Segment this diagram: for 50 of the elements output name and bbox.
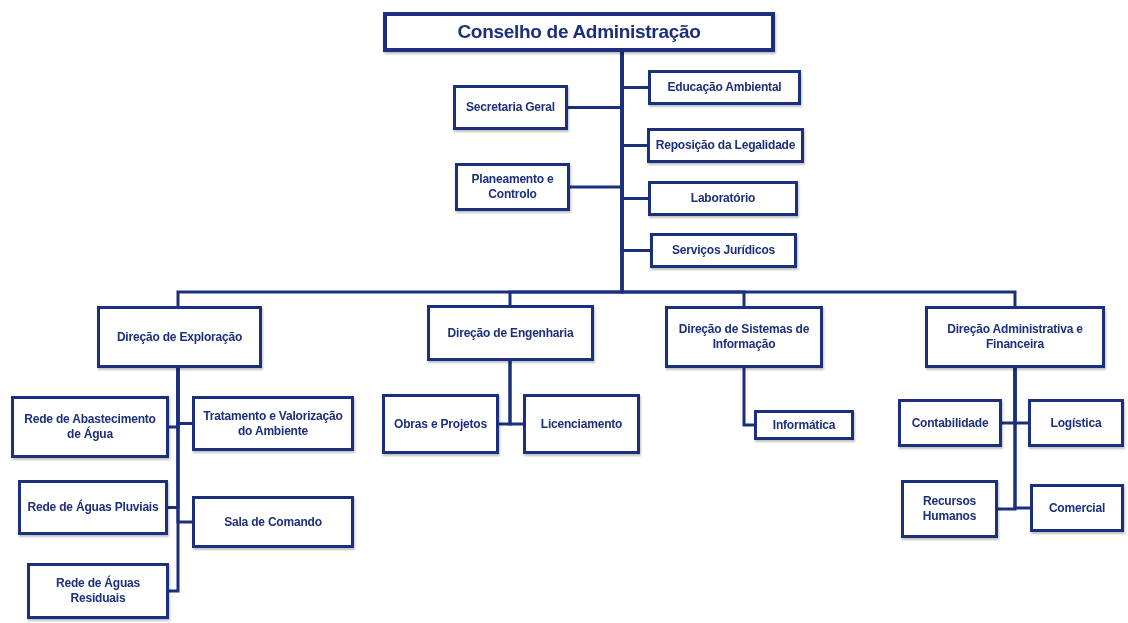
department-box xyxy=(453,85,568,130)
department-box xyxy=(648,181,798,216)
department-box xyxy=(192,496,354,548)
department-box xyxy=(754,410,854,440)
box-label: Direção Administrativa e Financeira xyxy=(946,322,1084,352)
department-box xyxy=(898,399,1002,447)
box-label: Rede de Águas Pluviais xyxy=(27,500,159,515)
box-label: Sala de Comando xyxy=(224,514,322,530)
box-label: Tratamento e Valorização do Ambiente xyxy=(202,408,344,439)
box-label: Informática xyxy=(772,417,836,433)
box-label: Direção de Exploração xyxy=(116,329,243,345)
box-label: Conselho de Administração xyxy=(457,20,701,44)
department-box xyxy=(523,394,640,454)
box-label: Licenciamento xyxy=(540,416,623,432)
box-label: Rede de Abastecimento de Água xyxy=(23,412,157,442)
department-box xyxy=(18,480,168,535)
board-box xyxy=(383,12,775,52)
box-label: Planeamento e Controlo xyxy=(470,172,555,202)
box-label: Educação Ambiental xyxy=(667,80,782,95)
department-box xyxy=(455,163,570,211)
department-box xyxy=(11,396,169,458)
connector-line xyxy=(742,368,754,427)
department-box xyxy=(648,70,801,105)
box-label: Direção de Sistemas de Informação xyxy=(677,322,811,352)
department-box xyxy=(901,480,998,538)
department-box xyxy=(427,305,594,361)
box-label: Recursos Humanos xyxy=(921,494,978,524)
box-label: Reposição da Legalidade xyxy=(655,138,796,153)
department-box xyxy=(192,396,354,451)
box-label: Rede de Águas Residuais xyxy=(54,576,142,606)
box-label: Laboratório xyxy=(690,191,756,206)
box-label: Secretaria Geral xyxy=(466,100,555,115)
department-box xyxy=(1028,399,1124,447)
department-box xyxy=(925,306,1105,368)
department-box xyxy=(665,306,823,368)
box-label: Contabilidade xyxy=(911,415,989,431)
department-box xyxy=(647,128,804,163)
box-label: Serviços Jurídicos xyxy=(671,243,776,258)
box-label: Logística xyxy=(1050,415,1102,431)
box-label: Direção de Engenharia xyxy=(447,325,574,341)
connector-line xyxy=(508,361,523,426)
connector-line xyxy=(1013,368,1030,510)
box-label: Comercial xyxy=(1048,500,1106,516)
department-box xyxy=(650,233,797,268)
box-label: Obras e Projetos xyxy=(394,416,487,432)
department-box xyxy=(27,563,169,619)
department-box xyxy=(1030,484,1124,532)
department-box xyxy=(382,394,499,454)
department-box xyxy=(97,306,262,368)
connector-line xyxy=(169,368,180,593)
